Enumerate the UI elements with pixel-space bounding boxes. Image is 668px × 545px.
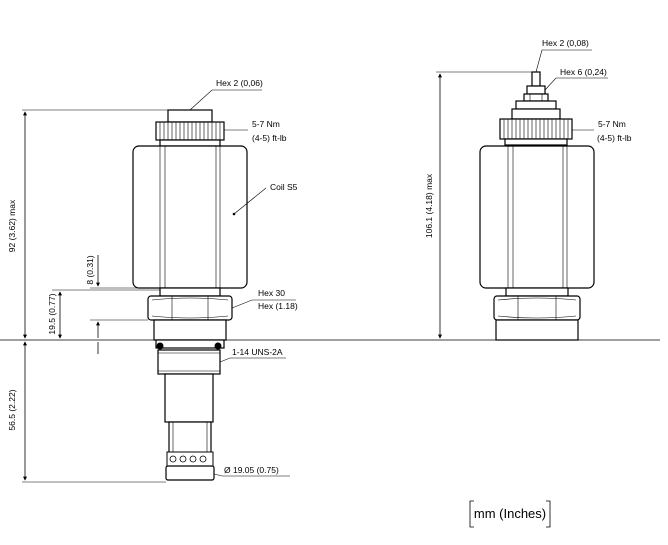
left-hex-body (147, 295, 233, 321)
left-hex30-label: Hex 30 (258, 288, 285, 298)
left-torque-ftlb-label: (4-5) ft-lb (252, 133, 287, 143)
right-valve-view: 106.1 (4.18) max Hex 2 (0,08) Hex 6 (0,2… (424, 38, 632, 341)
left-top-cap (167, 109, 213, 123)
right-dim-total-label: 106.1 (4.18) max (424, 173, 434, 238)
units-label: mm (Inches) (474, 506, 546, 521)
left-thread-section (157, 349, 221, 375)
right-hex-body (493, 295, 581, 321)
right-hex6 (526, 85, 546, 95)
left-knurled-nut (155, 121, 225, 141)
right-adjust-screw (531, 71, 541, 87)
left-coil (132, 145, 248, 289)
right-coil (479, 145, 595, 289)
left-dim-cartridge-label: 56.5 (2.22) (7, 389, 17, 430)
left-cartridge-tube (164, 373, 214, 423)
units-legend: mm (Inches) (469, 500, 551, 528)
left-hex118-label: Hex (1.18) (258, 301, 298, 311)
right-torque-nm-label: 5-7 Nm (598, 119, 626, 129)
left-dim-hex-gap-label: 8 (0.31) (85, 255, 95, 284)
right-hex6-label: Hex 6 (0,24) (560, 67, 607, 77)
left-coil-label: Coil S5 (270, 182, 298, 192)
left-valve-view: 92 (3.62) max 56.5 (2.22) 19.5 (0.77) 8 … (7, 78, 298, 483)
left-diameter-label: Ø 19.05 (0.75) (224, 465, 279, 475)
left-cartridge-tip (165, 465, 215, 481)
left-dim-total-label: 92 (3.62) max (7, 199, 17, 252)
right-torque-ftlb-label: (4-5) ft-lb (597, 133, 632, 143)
left-hex-top-label: Hex 2 (0,06) (216, 78, 263, 88)
left-torque-nm-label: 5-7 Nm (252, 119, 280, 129)
right-hex-top-label: Hex 2 (0,08) (542, 38, 589, 48)
left-dim-hex-height-label: 19.5 (0.77) (47, 293, 57, 334)
left-thread-label: 1-14 UNS-2A (232, 347, 283, 357)
